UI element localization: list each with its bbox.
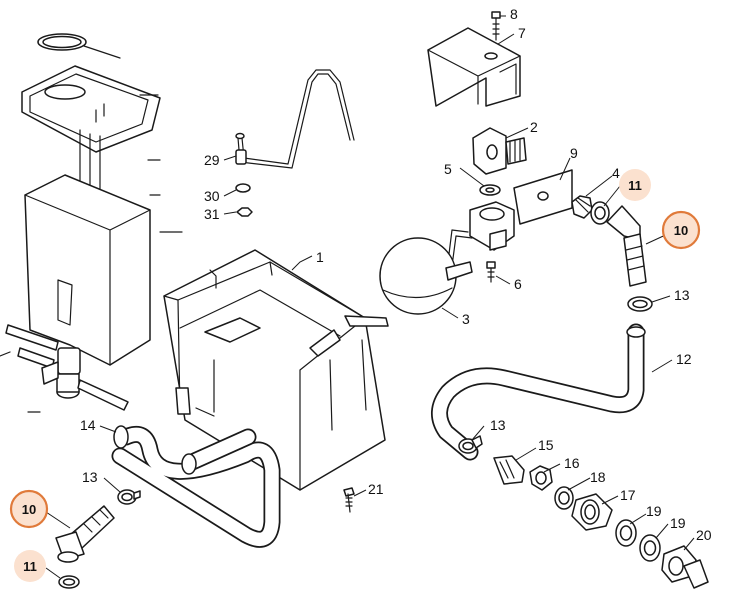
main-tank bbox=[163, 249, 389, 491]
highlight-10-bottom-label: 10 bbox=[22, 502, 36, 517]
callout-3: 3 bbox=[462, 311, 470, 327]
highlight-11-top-label: 11 bbox=[628, 178, 642, 193]
highlight-10-bottom: 10 bbox=[9, 489, 49, 529]
callout-13-top: 13 bbox=[674, 287, 690, 303]
callout-9: 9 bbox=[570, 145, 578, 161]
left-tank-assembly bbox=[0, 33, 183, 413]
callout-7: 7 bbox=[518, 25, 526, 41]
callout-19-a: 19 bbox=[646, 503, 662, 519]
callout-4: 4 bbox=[612, 165, 620, 181]
callout-5: 5 bbox=[444, 161, 452, 177]
callout-16: 16 bbox=[564, 455, 580, 471]
callout-2: 2 bbox=[530, 119, 538, 135]
washer-11-left bbox=[58, 575, 80, 589]
callout-30: 30 bbox=[204, 188, 220, 204]
hose-14 bbox=[111, 425, 281, 548]
callout-13-left: 13 bbox=[82, 469, 98, 485]
callout-12: 12 bbox=[676, 351, 692, 367]
bracket-rod-assembly bbox=[235, 69, 355, 217]
callout-18: 18 bbox=[590, 469, 606, 485]
highlight-11-bottom: 11 bbox=[14, 550, 46, 582]
callout-13-mid: 13 bbox=[490, 417, 506, 433]
callout-14: 14 bbox=[80, 417, 96, 433]
callout-29: 29 bbox=[204, 152, 220, 168]
callout-labels: 1 2 3 4 5 6 7 8 9 13 12 13 15 16 18 17 1… bbox=[80, 6, 712, 543]
highlight-11-top: 11 bbox=[619, 169, 651, 201]
hose-12 bbox=[431, 323, 646, 461]
callout-1: 1 bbox=[316, 249, 324, 265]
callout-17: 17 bbox=[620, 487, 636, 503]
callout-20: 20 bbox=[696, 527, 712, 543]
float-valve-assembly bbox=[379, 11, 653, 315]
callout-15: 15 bbox=[538, 437, 554, 453]
screw-21 bbox=[343, 487, 355, 513]
callout-19-b: 19 bbox=[670, 515, 686, 531]
callout-6: 6 bbox=[514, 276, 522, 292]
highlight-10-top-label: 10 bbox=[674, 223, 688, 238]
callout-21: 21 bbox=[368, 481, 384, 497]
highlighted-callouts: 11 10 10 11 bbox=[9, 169, 701, 582]
elbow-fitting-10-left bbox=[55, 505, 115, 563]
callout-8: 8 bbox=[510, 6, 518, 22]
fitting-chain bbox=[458, 435, 709, 589]
hose-clamp-13-left bbox=[117, 489, 141, 505]
highlight-10-top: 10 bbox=[661, 210, 701, 250]
callout-31: 31 bbox=[204, 206, 220, 222]
highlight-11-bottom-label: 11 bbox=[23, 559, 37, 574]
